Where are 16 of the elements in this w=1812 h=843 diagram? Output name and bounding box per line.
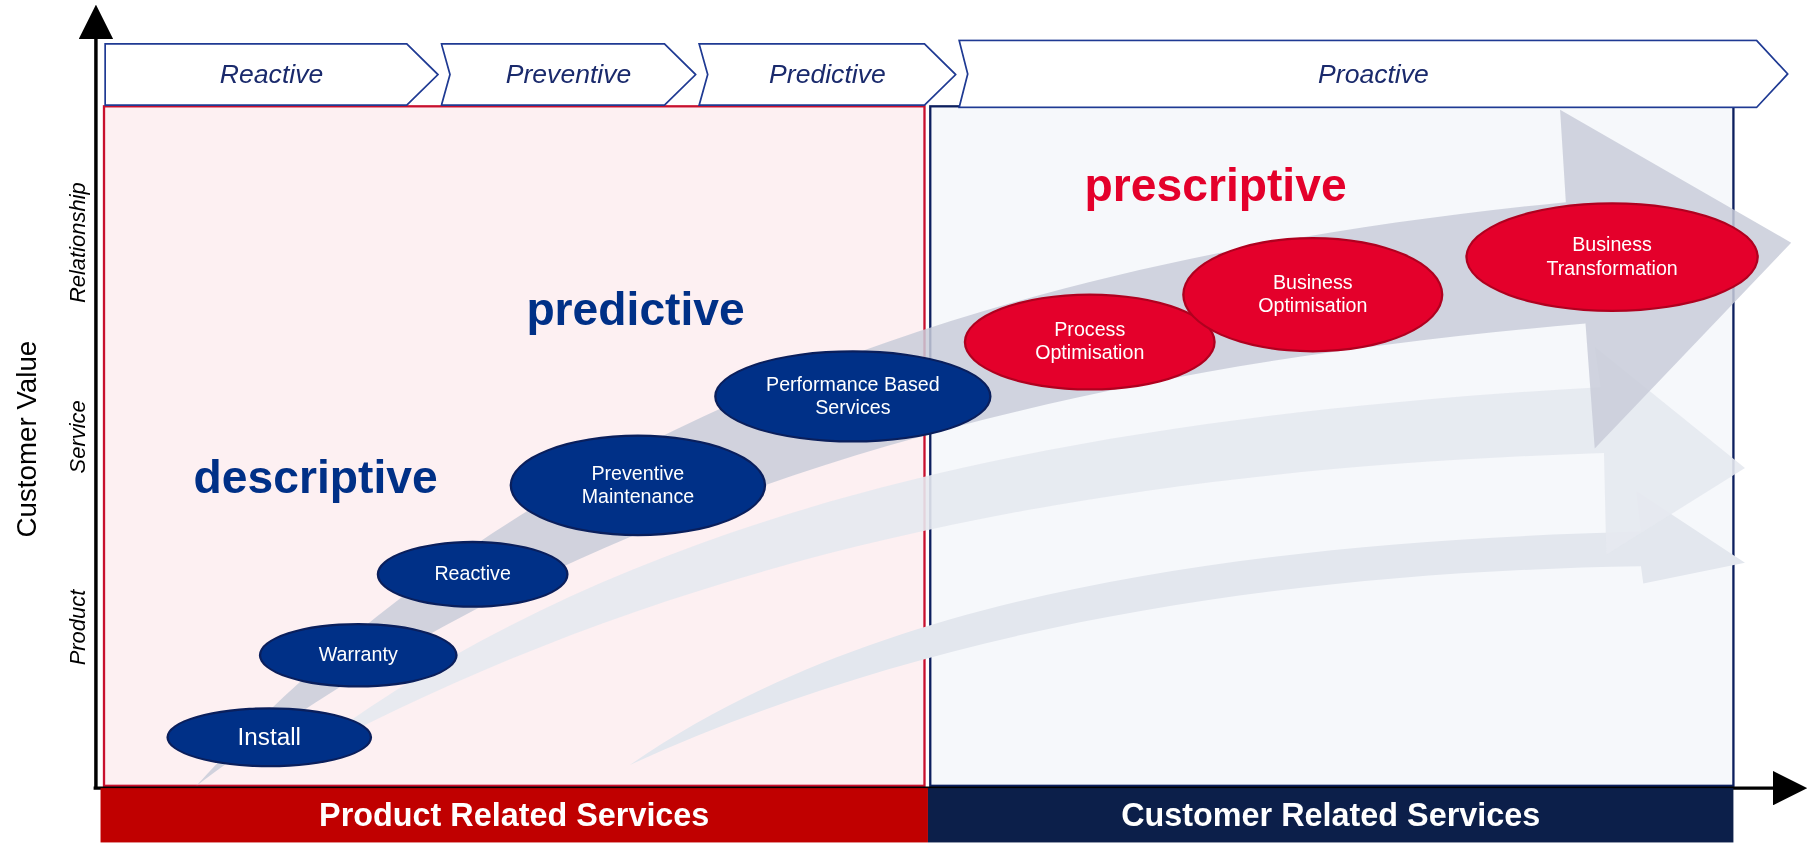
category-bar: Customer Related Services [927,788,1734,843]
phase-heading: prescriptive [1084,158,1347,211]
chevron-step [698,42,957,107]
category-bar: Product Related Services [100,788,928,843]
axis-label: Customer Value [10,340,43,538]
phase-heading: descriptive [193,451,438,504]
axis-tick-label: Product [65,589,91,666]
phase-heading: predictive [526,282,745,335]
step-label: Proactive [1318,58,1429,90]
step-label: Reactive [219,58,324,91]
chevron-step [104,42,440,107]
step-label: Predictive [769,58,886,91]
axis-tick-label: Service [64,400,91,474]
step-label: Preventive [505,58,632,91]
chevron-step [440,42,697,107]
axis-tick-label: Relationship [64,182,90,304]
